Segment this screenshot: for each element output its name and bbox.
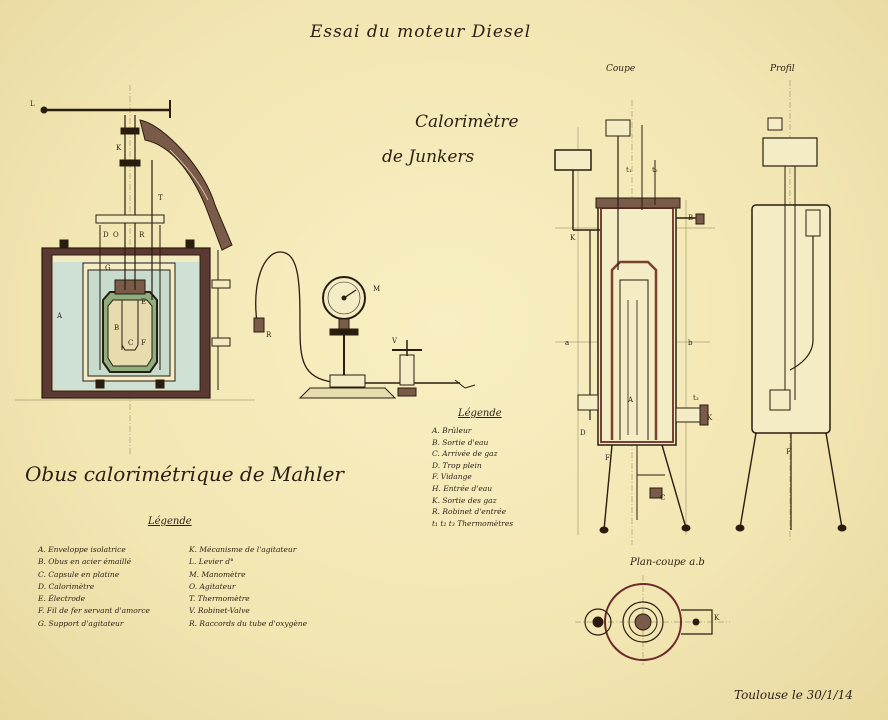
label-D2: D [580, 429, 586, 437]
mahler-title: Obus calorimétrique de Mahler [25, 462, 344, 486]
label-a: a [565, 339, 569, 347]
mahler-legend-col2: K. Mécanisme de l'agitateur L. Levier d°… [189, 544, 307, 630]
part-labels: L K T D R O G A B C E F M V R a b K B K … [30, 100, 791, 622]
plan-section-view [575, 575, 730, 665]
coupe-view-label: Coupe [606, 64, 636, 74]
legend-entry: M. Manomètre [189, 569, 246, 579]
label-F2: F [605, 454, 610, 462]
label-t1: t₁ [626, 166, 632, 174]
legend-entry: B. Obus en acier émaillé [38, 557, 132, 567]
label-O: O [113, 231, 119, 239]
sheet-title: Essai du moteur Diesel [310, 22, 532, 42]
junkers-legend-heading: Légende [458, 408, 502, 419]
legend-entry: L. Levier d° [189, 557, 234, 567]
profil-view-label: Profil [770, 64, 795, 74]
label-t2: t₂ [652, 166, 658, 174]
label-B2: B [688, 214, 693, 222]
label-K3: K [707, 414, 713, 422]
legend-entry: D. Trop plein [432, 460, 482, 470]
legend-entry: t₁ t₂ t₃ Thermomètres [432, 518, 514, 528]
junkers-title-line1: Calorimètre [415, 112, 519, 132]
label-F3: F [786, 448, 791, 456]
legend-entry: A. Enveloppe isolatrice [38, 545, 126, 554]
legend-entry: H. Entrée d'eau [432, 483, 493, 493]
legend-entry: D. Calorimètre [38, 581, 95, 591]
junkers-legend: A. Brûleur B. Sortie d'eau C. Arrivée de… [432, 425, 513, 529]
label-b: b [688, 339, 693, 347]
label-R2: R [266, 331, 272, 339]
legend-entry: F. Vidange [432, 472, 472, 482]
label-K: K [116, 144, 122, 152]
legend-entry: R. Raccords du tube d'oxygène [189, 618, 308, 628]
label-M: M [373, 285, 380, 293]
label-K4: K [714, 614, 720, 622]
junkers-section-view [554, 100, 715, 545]
legend-entry: F. Fil de fer servant d'amorce [38, 606, 150, 616]
label-t3: t₃ [693, 394, 699, 402]
label-C2: C [660, 494, 665, 502]
label-D: D [103, 231, 109, 239]
legend-entry: B. Sortie d'eau [432, 437, 489, 447]
label-E: E [141, 298, 146, 306]
label-L: L [30, 100, 35, 108]
mahler-legend-col1: A. Enveloppe isolatrice B. Obus en acier… [38, 544, 150, 630]
junkers-profile-view [735, 80, 847, 540]
legend-entry: C. Arrivée de gaz [432, 449, 498, 459]
junkers-title-line2: de Junkers [382, 147, 475, 167]
label-F: F [141, 339, 146, 347]
legend-entry: C. Capsule en platine [38, 569, 120, 579]
legend-entry: K. Sortie des gaz [432, 495, 497, 505]
legend-entry: V. Robinet-Valve [189, 606, 250, 616]
label-A2: A [627, 396, 634, 404]
legend-entry: G. Support d'agitateur [38, 618, 124, 628]
label-K2: K [570, 234, 576, 242]
label-R: R [139, 231, 145, 239]
mahler-legend-heading: Légende [148, 516, 192, 527]
legend-entry: E. Électrode [38, 594, 86, 604]
legend-entry: A. Brûleur [432, 426, 472, 435]
plan-view-label: Plan-coupe a.b [630, 557, 705, 568]
label-A: A [56, 312, 63, 320]
label-C: C [128, 339, 133, 347]
legend-entry: O. Agitateur [189, 581, 236, 591]
label-V: V [391, 337, 398, 345]
legend-entry: R. Robinet d'entrée [432, 507, 507, 517]
label-T: T [158, 194, 163, 202]
mahler-bomb-drawing [15, 85, 255, 455]
label-B: B [114, 324, 119, 332]
legend-entry: K. Mécanisme de l'agitateur [189, 545, 297, 554]
signature-date: Toulouse le 30/1/14 [734, 688, 853, 702]
manometer-assembly [253, 251, 476, 399]
legend-entry: T. Thermomètre [189, 594, 250, 604]
label-G: G [105, 264, 111, 272]
